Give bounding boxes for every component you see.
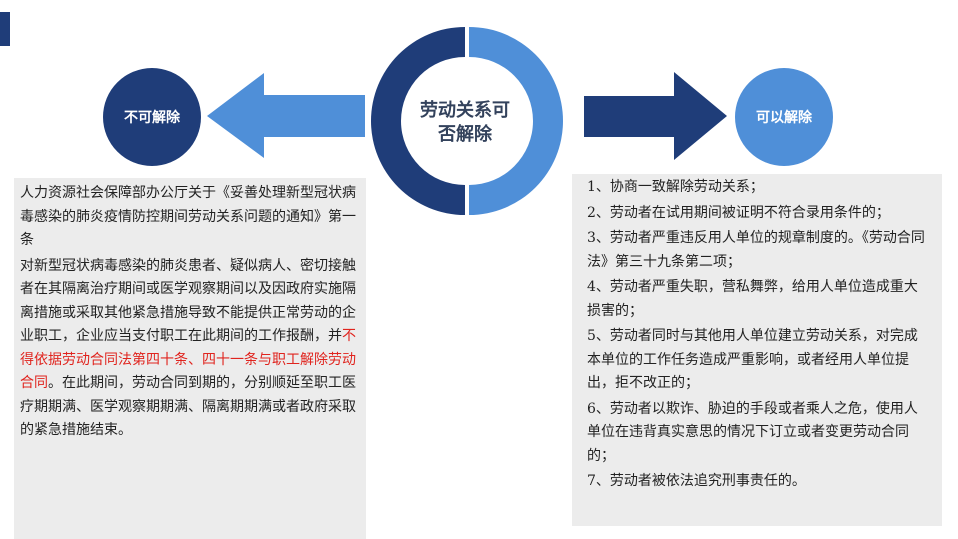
policy-body-highlight: 不得依据劳动合同法第四十条、四十一条与职工解除劳动合同 <box>20 328 356 391</box>
can-dismiss-circle: 可以解除 <box>735 68 833 166</box>
list-item: 3、劳动者严重违反用人单位的规章制度的。《劳动合同法》第三十九条第二项； <box>587 230 925 270</box>
dismissal-conditions-list: 1、协商一致解除劳动关系； 2、劳动者在试用期间被证明不符合录用条件的； 3、劳… <box>587 176 927 496</box>
list-item: 5、劳动者同时与其他用人单位建立劳动关系，对完成本单位的工作任务造成严重影响，或… <box>587 328 918 391</box>
policy-body-before: 对新型冠状病毒感染的肺炎患者、疑似病人、密切接触者在其隔离治疗期间或医学观察期间… <box>20 257 356 345</box>
list-item: 2、劳动者在试用期间被证明不符合录用条件的； <box>587 204 890 221</box>
donut-right-half <box>469 27 563 215</box>
center-title-line1: 劳动关系可 <box>420 100 510 121</box>
right-panel-background <box>572 174 942 526</box>
corner-accent <box>0 12 10 46</box>
list-item: 6、劳动者以欺诈、胁迫的手段或者乘人之危，使用人单位在违背真实意思的情况下订立或… <box>587 400 918 464</box>
cannot-dismiss-circle: 不可解除 <box>103 68 201 166</box>
right-arrow <box>584 72 727 160</box>
left-panel-background <box>14 178 366 539</box>
left-arrow <box>207 73 365 158</box>
donut-left-half <box>371 27 465 215</box>
policy-body: 对新型冠状病毒感染的肺炎患者、疑似病人、密切接触者在其隔离治疗期间或医学观察期间… <box>20 255 365 443</box>
list-item: 1、协商一致解除劳动关系； <box>587 179 764 195</box>
list-item: 7、劳动者被依法追究刑事责任的。 <box>587 473 806 489</box>
can-dismiss-label: 可以解除 <box>756 110 812 126</box>
center-title: 劳动关系可 否解除 <box>400 99 530 147</box>
cannot-dismiss-label: 不可解除 <box>124 110 180 126</box>
center-title-line2: 否解除 <box>438 124 492 145</box>
left-text-block: 人力资源社会保障部办公厅关于《妥善处理新型冠状病毒感染的肺炎疫情防控期间劳动关系… <box>20 182 365 445</box>
policy-body-after: 。在此期间，劳动合同到期的，分别顺延至职工医疗期期满、医学观察期期满、隔离期期满… <box>20 375 356 438</box>
policy-source: 人力资源社会保障部办公厅关于《妥善处理新型冠状病毒感染的肺炎疫情防控期间劳动关系… <box>20 185 356 248</box>
list-item: 4、劳动者严重失职，营私舞弊，给用人单位造成重大损害的； <box>587 279 918 319</box>
